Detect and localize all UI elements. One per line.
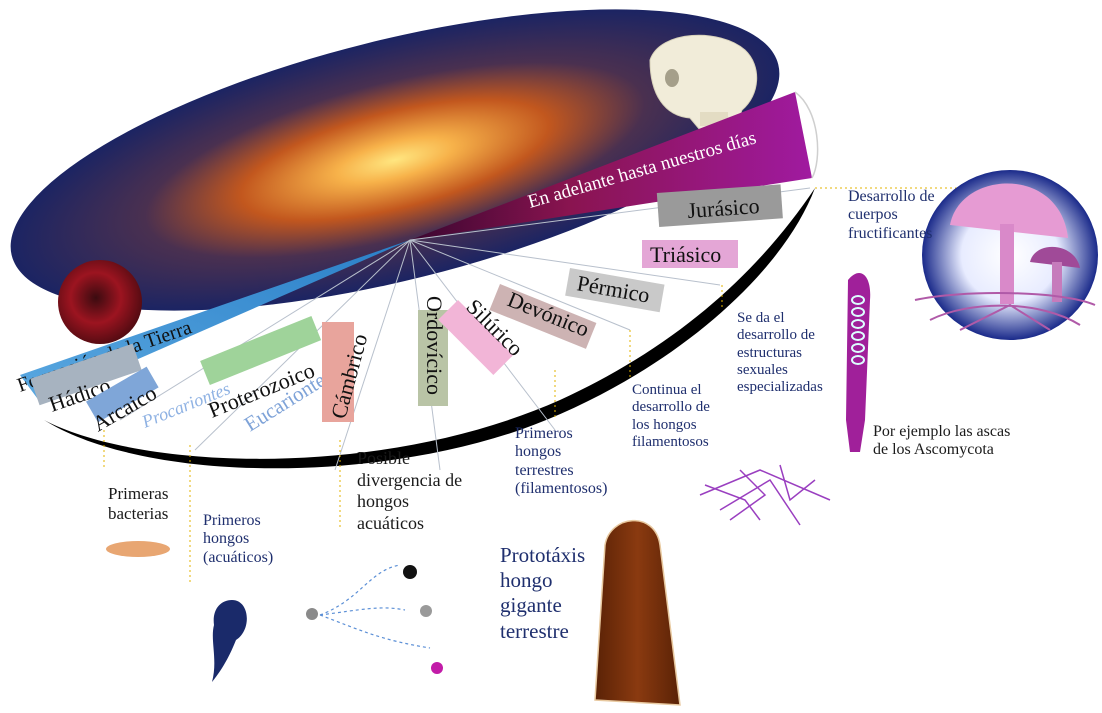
annotation-sexual-structures: Se da el desarrollo de estructuras sexua…: [737, 310, 823, 396]
filamentous-network-icon: [700, 465, 830, 525]
ascus-icon: [846, 273, 870, 452]
annotation-filamentous: Continua el desarrollo de los hongos fil…: [632, 382, 710, 451]
era-triasico: Triásico: [642, 240, 738, 268]
annotation-aquatic-fungi: Primeros hongos (acuáticos): [203, 512, 273, 567]
prototaxites-icon: [595, 521, 680, 705]
aquatic-fungus-icon: [212, 600, 247, 682]
svg-text:Ordovícico: Ordovícico: [422, 296, 447, 395]
annotation-fruiting-bodies: Desarrollo de cuerpos fructificantes: [848, 188, 935, 243]
svg-text:Triásico: Triásico: [650, 242, 721, 267]
annotation-divergence: Posible divergencia de hongos acuáticos: [357, 448, 462, 534]
mushroom-icon: [915, 170, 1098, 340]
annotation-bacteria: Primeras bacterias: [108, 484, 168, 523]
era-ordovicico: Ordovícico: [418, 296, 448, 406]
divergence-spores: [306, 565, 443, 674]
annotation-terrestrial-fungi: Primeros hongos terrestres (filamentosos…: [515, 425, 607, 499]
annotation-asci: Por ejemplo las ascas de los Ascomycota: [873, 423, 1010, 460]
earth-icon: [58, 260, 142, 344]
era-cambrico: Cámbrico: [322, 322, 372, 422]
svg-text:Jurásico: Jurásico: [687, 193, 761, 223]
bacteria-icon: [106, 541, 170, 557]
annotation-prototaxis: Prototáxis hongo gigante terrestre: [500, 543, 585, 644]
